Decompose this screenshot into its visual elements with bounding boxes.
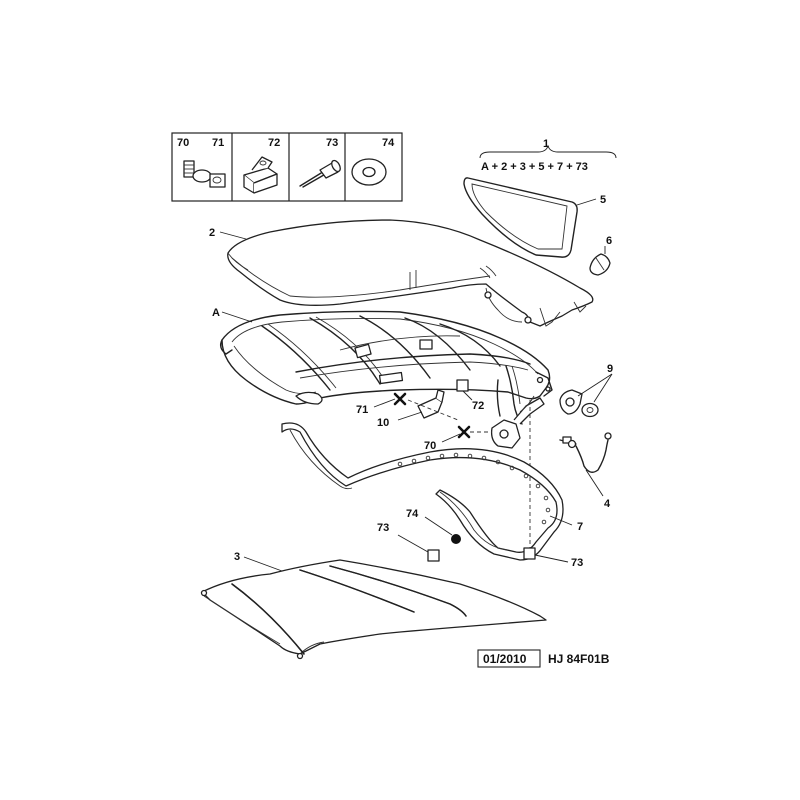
bracket-10 <box>417 389 445 419</box>
callout-73-left: 73 <box>377 522 389 534</box>
callout-A: A <box>212 307 220 319</box>
fastener-72-marker <box>456 379 469 392</box>
bolt-and-nut-icon <box>183 160 226 188</box>
rivet-73-marker-right <box>523 547 536 560</box>
roof-weatherstrip <box>281 422 564 561</box>
callout-1: 1 <box>543 138 549 150</box>
callout-5: 5 <box>600 194 606 206</box>
callout-9: 9 <box>607 363 613 375</box>
callout-6: 6 <box>606 235 612 247</box>
pivot-mechanism <box>490 395 545 449</box>
washer-icon <box>351 158 387 186</box>
table-label-73: 73 <box>326 137 338 149</box>
callout-74: 74 <box>406 508 419 520</box>
rear-window-seal <box>463 177 578 258</box>
table-label-74: 74 <box>382 137 395 149</box>
soft-top-cover <box>227 219 594 327</box>
table-label-71: 71 <box>212 137 224 149</box>
fastener-71-marker <box>393 392 407 406</box>
callout-4: 4 <box>604 498 611 510</box>
clip-icon <box>243 156 278 194</box>
footer-date: 01/2010 <box>483 652 527 666</box>
washer-74-marker <box>451 534 461 544</box>
rivet-icon <box>299 159 341 188</box>
table-label-72: 72 <box>268 137 280 149</box>
callout-73-right: 73 <box>571 557 583 569</box>
roof-frame <box>219 310 553 425</box>
seal-holes <box>397 452 551 525</box>
end-cap <box>589 253 611 276</box>
callout-7: 7 <box>577 521 583 533</box>
callout-71: 71 <box>356 404 368 416</box>
callout-70: 70 <box>424 440 436 452</box>
footer-code: HJ 84F01B <box>548 652 610 666</box>
release-cable <box>559 432 612 473</box>
callout-3: 3 <box>234 551 240 563</box>
callout-10: 10 <box>377 417 389 429</box>
callout-2: 2 <box>209 227 215 239</box>
fastener-70-marker <box>457 425 471 439</box>
headliner-panel <box>200 559 547 660</box>
table-label-70: 70 <box>177 137 189 149</box>
fastener-table: 70 71 72 73 74 <box>171 132 403 202</box>
assembly-formula: A + 2 + 3 + 5 + 7 + 73 <box>481 161 588 173</box>
footer-reference: 01/2010 HJ 84F01B <box>477 649 610 668</box>
assembly-callout-1: 1 A + 2 + 3 + 5 + 7 + 73 <box>479 138 617 173</box>
callout-72: 72 <box>472 400 484 412</box>
rivet-73-marker-left <box>427 549 440 562</box>
pivot-bracket-and-bushing <box>559 389 599 418</box>
